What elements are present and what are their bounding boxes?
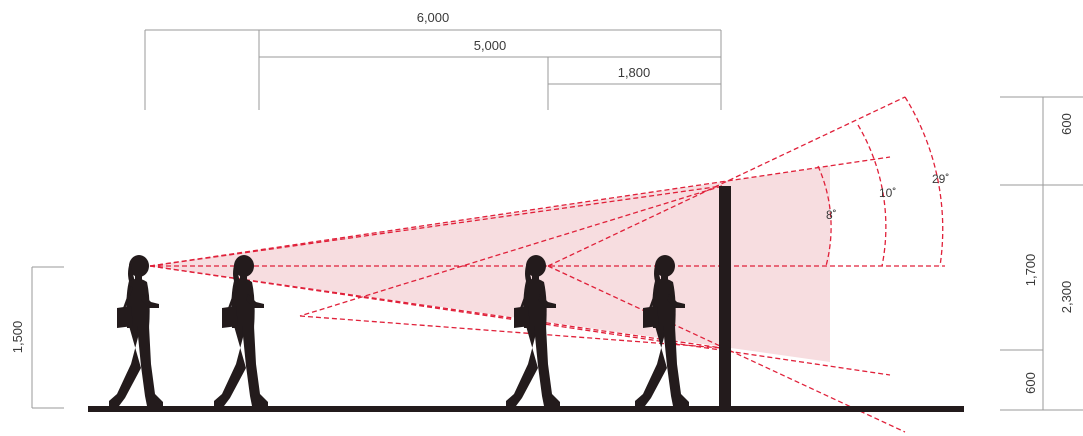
dimension-label-1800: 1,800 bbox=[618, 65, 651, 80]
dimension-label-600-bottom: 600 bbox=[1023, 372, 1038, 394]
angle-label-8: 8˚ bbox=[826, 208, 837, 222]
dimension-label-1700: 1,700 bbox=[1023, 254, 1038, 287]
sight-ray bbox=[149, 185, 723, 267]
ground-line bbox=[88, 406, 964, 412]
dimension-label-5000: 5,000 bbox=[474, 38, 507, 53]
dimension-label-1500: 1,500 bbox=[10, 321, 25, 354]
sight-ray bbox=[547, 96, 906, 267]
angle-label-29: 29˚ bbox=[932, 172, 949, 186]
angle-label-10: 10˚ bbox=[879, 186, 896, 200]
angle-arc-8 bbox=[817, 165, 832, 267]
dimension-label-600-top: 600 bbox=[1059, 113, 1074, 135]
person-walking-icon bbox=[109, 255, 163, 406]
sight-ray bbox=[299, 185, 723, 317]
dimension-label-6000: 6,000 bbox=[417, 10, 450, 25]
sign-post bbox=[719, 186, 731, 412]
angle-arc-10 bbox=[857, 124, 887, 267]
sight-ray bbox=[149, 156, 891, 267]
dimension-label-2300: 2,300 bbox=[1059, 281, 1074, 314]
angle-arc-29 bbox=[904, 96, 944, 267]
sight-ray bbox=[299, 315, 723, 349]
